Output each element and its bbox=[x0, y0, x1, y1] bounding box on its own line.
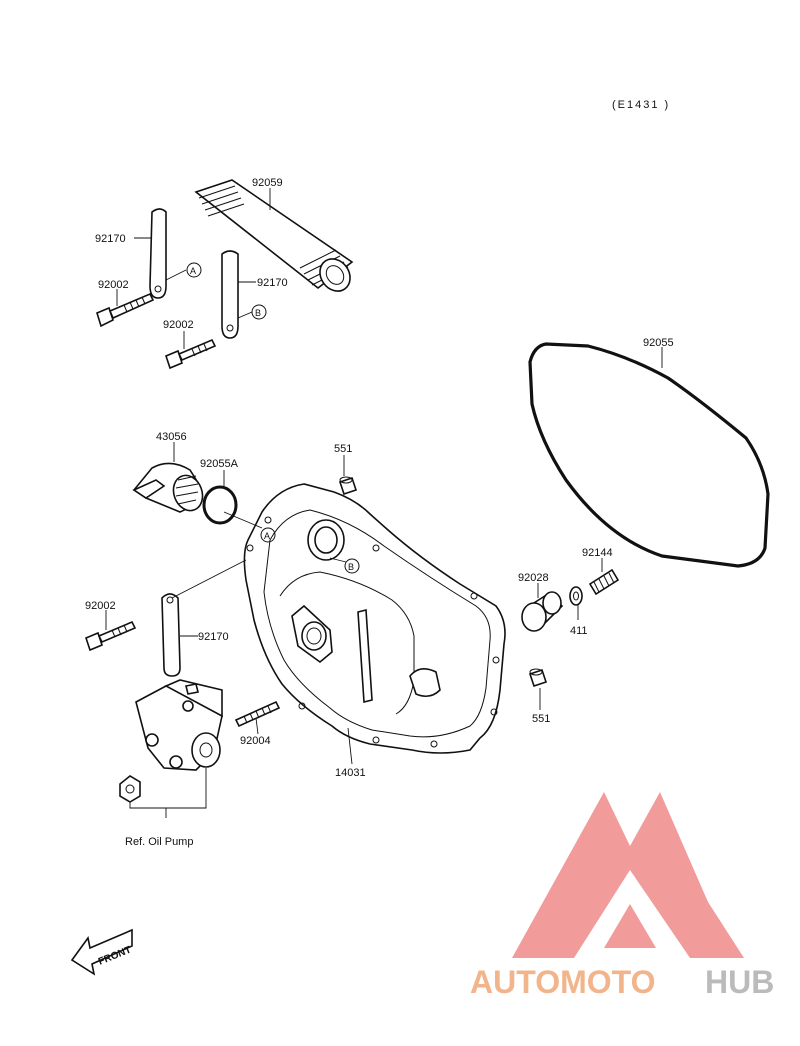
cover-14031 bbox=[243, 483, 506, 754]
label-92170-b: 92170 bbox=[257, 277, 288, 289]
hose-92059 bbox=[194, 179, 354, 292]
label-92170-c: 92170 bbox=[198, 631, 229, 643]
label-92055A: 92055A bbox=[200, 458, 239, 470]
marker-a2: A bbox=[264, 531, 270, 541]
label-92002-b: 92002 bbox=[163, 319, 194, 331]
strap-92170-c bbox=[161, 593, 181, 677]
spring-92144 bbox=[588, 568, 620, 596]
label-43056: 43056 bbox=[156, 431, 187, 443]
label-92028: 92028 bbox=[518, 572, 549, 584]
automotohub-logo bbox=[512, 792, 744, 958]
bolt-92002-a bbox=[96, 292, 155, 328]
strap-92170-b bbox=[221, 250, 239, 339]
washer-411 bbox=[569, 586, 583, 606]
marker-b1: B bbox=[255, 308, 261, 318]
bolt-92002-b bbox=[165, 338, 217, 370]
diagram-ref-code: (E1431 ) bbox=[612, 99, 670, 111]
cap-43056 bbox=[132, 462, 204, 513]
marker-b2: B bbox=[348, 562, 354, 572]
label-92144: 92144 bbox=[582, 547, 613, 559]
cap-92028 bbox=[521, 591, 564, 632]
oil-pump-ref bbox=[119, 679, 223, 803]
dowel-551-a bbox=[338, 476, 358, 496]
front-arrow: FRONT bbox=[70, 928, 133, 976]
strap-92170-a bbox=[149, 208, 167, 299]
label-551-a: 551 bbox=[334, 443, 352, 455]
label-92059: 92059 bbox=[252, 177, 283, 189]
label-92004: 92004 bbox=[240, 735, 271, 747]
gasket-92055 bbox=[528, 342, 770, 568]
logo-text-hub: HUB bbox=[705, 964, 774, 1000]
label-ref-oil-pump: Ref. Oil Pump bbox=[125, 836, 193, 848]
label-92002-c: 92002 bbox=[85, 600, 116, 612]
label-551-b: 551 bbox=[532, 713, 550, 725]
label-92055: 92055 bbox=[643, 337, 674, 349]
logo-text-automoto: AUTOMOTO bbox=[470, 964, 655, 1000]
dowel-551-b bbox=[528, 668, 548, 688]
label-411: 411 bbox=[570, 625, 588, 637]
stud-92004 bbox=[234, 700, 281, 728]
marker-a1: A bbox=[190, 266, 196, 276]
label-92170-a: 92170 bbox=[95, 233, 126, 245]
label-14031: 14031 bbox=[335, 767, 366, 779]
bolt-92002-c bbox=[85, 620, 137, 652]
oring-92055A bbox=[202, 485, 238, 525]
label-92002-a: 92002 bbox=[98, 279, 129, 291]
